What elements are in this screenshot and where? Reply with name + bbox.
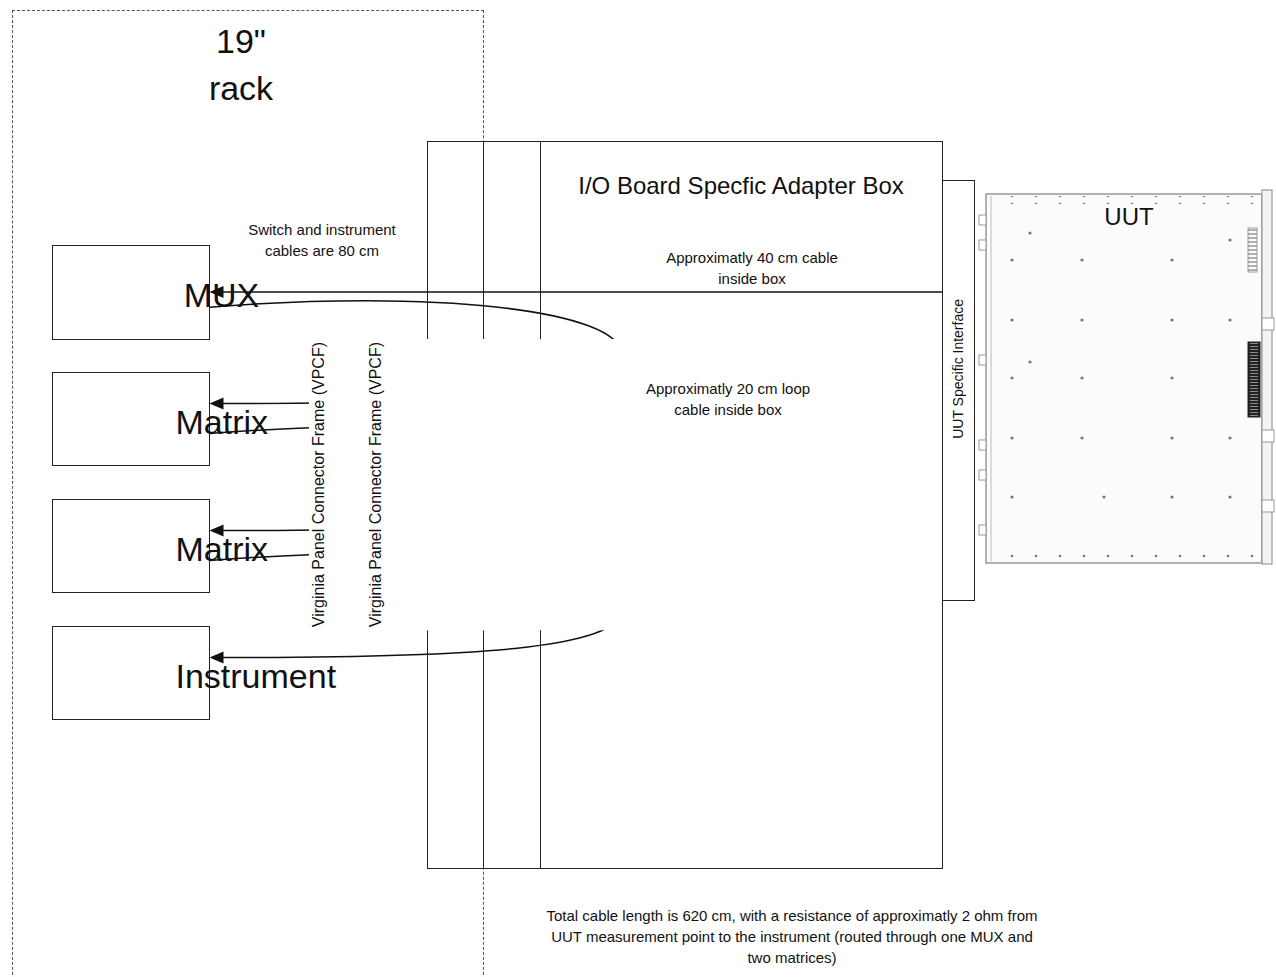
edge-label-wrapper: Approximatly 40 cm cable inside box xyxy=(665,247,840,289)
edge-label: Approximatly 40 cm cable inside box xyxy=(666,249,838,287)
node-text: 19" rack xyxy=(195,18,287,112)
mux-box: MUX xyxy=(52,245,210,340)
matrix-box: Matrix xyxy=(52,499,210,593)
note-wrapper: Total cable length is 620 cm, with a res… xyxy=(540,905,1045,968)
matrix-box: Matrix xyxy=(52,372,210,466)
note-text: Total cable length is 620 cm, with a res… xyxy=(546,907,1037,966)
connector-frame-band: Virginia Panel Connector Frame (VPCF) xyxy=(484,141,541,869)
node-text: I/O Board Specfic Adapter Box xyxy=(540,172,942,200)
node-text: UUT Specific Interface xyxy=(949,297,967,441)
uut-unit: UUT xyxy=(985,193,1273,563)
cable-line xyxy=(210,286,943,298)
cable-path xyxy=(223,291,943,293)
note-text: Switch and instrument cables are 80 cm xyxy=(248,221,396,259)
node-text: MUX xyxy=(180,272,264,319)
note-wrapper: Approximatly 20 cm loop cable inside box xyxy=(633,378,823,420)
node-text: Instrument xyxy=(172,653,272,700)
node-text: Matrix xyxy=(172,526,272,573)
instrument-box: Instrument xyxy=(52,626,210,720)
node-text: UUT xyxy=(985,203,1273,231)
node-text: Matrix xyxy=(172,399,272,446)
note-text: Approximatly 20 cm loop cable inside box xyxy=(646,380,810,418)
note-wrapper: Switch and instrument cables are 80 cm xyxy=(227,219,417,261)
interface-band: UUT Specific Interface xyxy=(942,180,975,601)
uut-screws xyxy=(1010,231,1231,498)
uut-chassis xyxy=(979,190,1274,564)
